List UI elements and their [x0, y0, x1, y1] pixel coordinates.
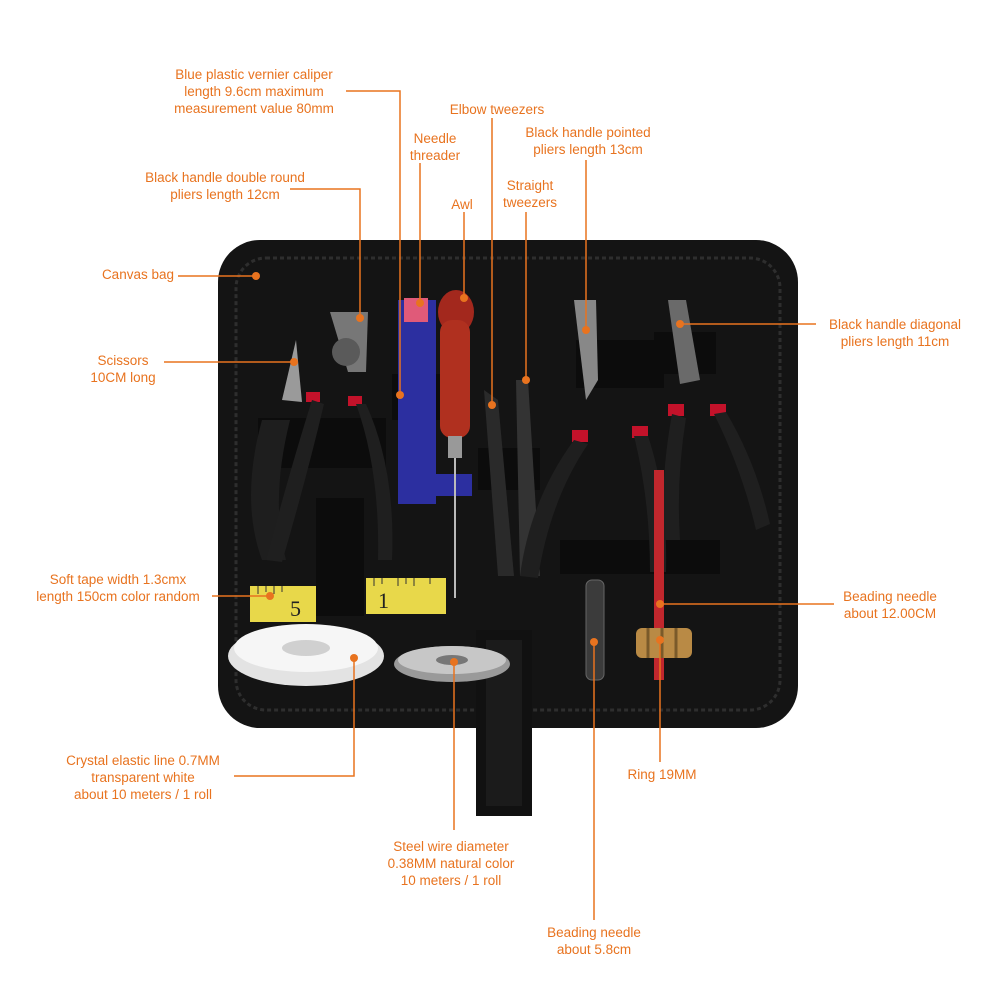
canvas-bag-annotation: Canvas bag [102, 266, 174, 283]
beading-needle-12-annotation: Beading needle about 12.00CM [843, 588, 937, 622]
caliper-item [398, 298, 472, 504]
soft-tape-line-1: Soft tape width 1.3cmx [49, 572, 187, 587]
elbow-tweezers-annotation: Elbow tweezers [450, 101, 545, 118]
needle-threader-annotation: Needle threader [410, 130, 460, 164]
leader-dots [252, 272, 684, 666]
beading-needle-12-line-1: Beading needle [843, 589, 937, 604]
crystal-line-line-2: transparent white [91, 770, 195, 785]
pointed-pliers-line-1: Black handle pointed [525, 125, 651, 140]
steel-wire-line-1: Steel wire diameter [393, 839, 509, 854]
diagonal-pliers-line-2: pliers length 11cm [840, 334, 950, 349]
scissors-line-2: 10CM long [90, 370, 156, 385]
soft-tape-line-2: length 150cm color random [36, 589, 200, 604]
beading-needle-5-line-1: Beading needle [547, 925, 641, 940]
crystal-line-spool-item [228, 624, 384, 686]
soft-tape-item: 5 1 [250, 578, 446, 622]
double-round-pliers-annotation: Black handle double round pliers length … [145, 169, 305, 203]
double-round-pliers-line-2: pliers length 12cm [170, 187, 280, 202]
beading-needle-5-annotation: Beading needle about 5.8cm [547, 924, 641, 958]
double-round-pliers-line-1: Black handle double round [145, 170, 305, 185]
beading-needle-12-line-2: about 12.00CM [843, 606, 937, 621]
canvas-bag-line-1: Canvas bag [101, 267, 174, 282]
ring-annotation: Ring 19MM [627, 766, 696, 783]
pointed-pliers-annotation: Black handle pointed pliers length 13cm [525, 124, 650, 158]
scissors-annotation: Scissors 10CM long [90, 352, 155, 386]
leader-lines [164, 90, 834, 920]
steel-wire-line-3: 10 meters / 1 roll [400, 873, 502, 888]
straight-tweezers-line-2: tweezers [502, 195, 558, 210]
ring-line-1: Ring 19MM [627, 767, 697, 782]
caliper-line-2: length 9.6cm maximum [184, 84, 324, 99]
soft-tape-annotation: Soft tape width 1.3cmx length 150cm colo… [36, 571, 200, 605]
crystal-line-annotation: Crystal elastic line 0.7MM transparent w… [66, 752, 220, 803]
tape-mark-right: 1 [378, 588, 389, 613]
straight-tweezers-annotation: Straight tweezers [503, 177, 557, 211]
beading-needle-5-line-2: about 5.8cm [556, 942, 632, 957]
pointed-pliers-line-2: pliers length 13cm [533, 142, 643, 157]
diagonal-pliers-line-1: Black handle diagonal [828, 317, 962, 332]
scissors-item [251, 340, 302, 560]
beading-needle-12cm-item [654, 470, 664, 680]
tape-mark-left: 5 [290, 596, 301, 621]
elbow-tweezers-line-1: Elbow tweezers [449, 102, 545, 117]
scissors-line-1: Scissors [97, 353, 149, 368]
caliper-annotation: Blue plastic vernier caliper length 9.6c… [174, 66, 334, 117]
crystal-line-line-3: about 10 meters / 1 roll [73, 787, 213, 802]
needle-threader-line-2: threader [409, 148, 461, 163]
steel-wire-annotation: Steel wire diameter 0.38MM natural color… [388, 838, 515, 889]
double-round-pliers-item [266, 312, 393, 562]
straight-tweezers-line-1: Straight [506, 178, 554, 193]
crystal-line-line-1: Crystal elastic line 0.7MM [66, 753, 220, 768]
beading-needle-5cm-item [585, 579, 605, 681]
awl-line-1: Awl [451, 197, 473, 212]
caliper-line-1: Blue plastic vernier caliper [175, 67, 333, 82]
ring-item [636, 628, 692, 658]
steel-wire-line-2: 0.38MM natural color [387, 856, 515, 871]
diagonal-pliers-annotation: Black handle diagonal pliers length 11cm [829, 316, 961, 350]
diagonal-pliers-item [663, 300, 770, 540]
awl-annotation: Awl [451, 196, 473, 213]
caliper-line-3: measurement value 80mm [174, 101, 334, 116]
needle-threader-line-1: Needle [413, 131, 457, 146]
